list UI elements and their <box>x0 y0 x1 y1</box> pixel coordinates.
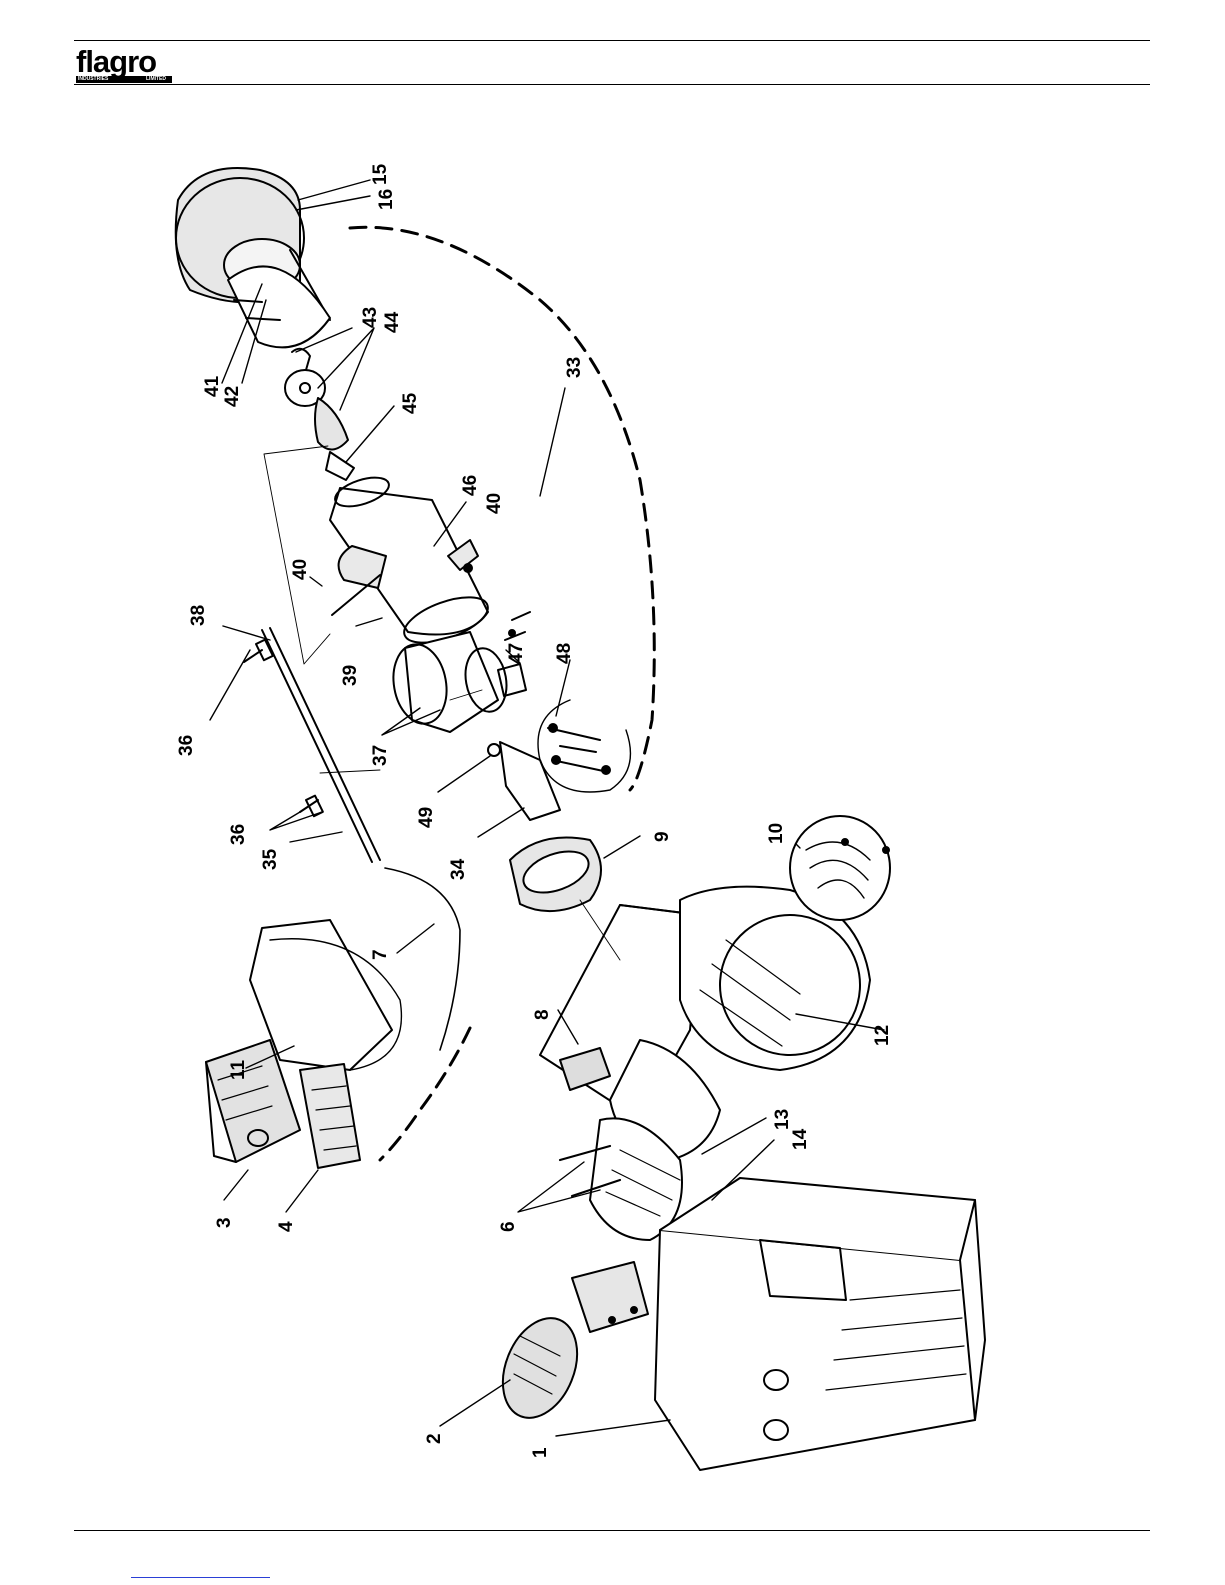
dashed-group-left <box>380 1028 470 1160</box>
part-terminal-4 <box>300 1064 360 1168</box>
callout-7: 7 <box>370 949 391 960</box>
part-terminal-block <box>572 1262 648 1332</box>
callout-9: 9 <box>652 831 673 842</box>
part-guard-2 <box>489 1307 591 1429</box>
callout-15: 15 <box>370 163 391 185</box>
part-flange-assembly <box>176 168 330 347</box>
callout-4: 4 <box>276 1221 297 1232</box>
callout-3: 3 <box>214 1217 235 1228</box>
callout-40b: 40 <box>484 493 505 514</box>
callout-47: 47 <box>506 643 527 664</box>
part-cover-11 <box>790 816 890 920</box>
callout-1: 1 <box>530 1447 551 1458</box>
callout-39: 39 <box>340 665 361 686</box>
callout-38: 37 <box>370 745 391 766</box>
callout-33: 33 <box>564 357 585 378</box>
callout-41: 41 <box>202 375 223 397</box>
callout-11: 10 <box>766 823 787 844</box>
callout-45: 45 <box>400 392 421 414</box>
callout-34: 34 <box>448 858 469 880</box>
callout-2: 2 <box>424 1433 445 1444</box>
footer-rule <box>74 1530 1150 1531</box>
part-electrodes <box>244 628 380 862</box>
callout-36a: 36 <box>176 735 197 756</box>
callout-35: 35 <box>260 848 281 870</box>
part-head-nozzle <box>285 349 354 480</box>
part-linkage-48 <box>538 700 630 792</box>
callout-42: 42 <box>222 386 243 407</box>
construction-line-a <box>264 446 330 664</box>
callout-6: 6 <box>498 1221 519 1232</box>
callout-14: 14 <box>790 1128 811 1150</box>
footer-link-underline[interactable] <box>131 1577 270 1578</box>
part-cover-1 <box>655 1178 985 1470</box>
callout-12: 12 <box>872 1025 893 1046</box>
part-clamp-ring-9 <box>510 838 601 912</box>
callout-46: 46 <box>460 475 481 496</box>
callout-37: 38 <box>188 605 209 626</box>
callout-43: 43 <box>360 307 381 328</box>
callout-8: 8 <box>532 1009 553 1020</box>
callout-40a: 40 <box>290 559 311 580</box>
callout-49: 49 <box>416 807 437 828</box>
callout-10: 11 <box>228 1059 249 1080</box>
callout-44: 44 <box>382 311 403 333</box>
callout-13: 13 <box>772 1109 793 1130</box>
callout-16: 16 <box>376 189 397 210</box>
part-lead-7 <box>385 868 460 1050</box>
callout-36b: 36 <box>228 824 249 845</box>
callout-48: 48 <box>554 643 575 664</box>
